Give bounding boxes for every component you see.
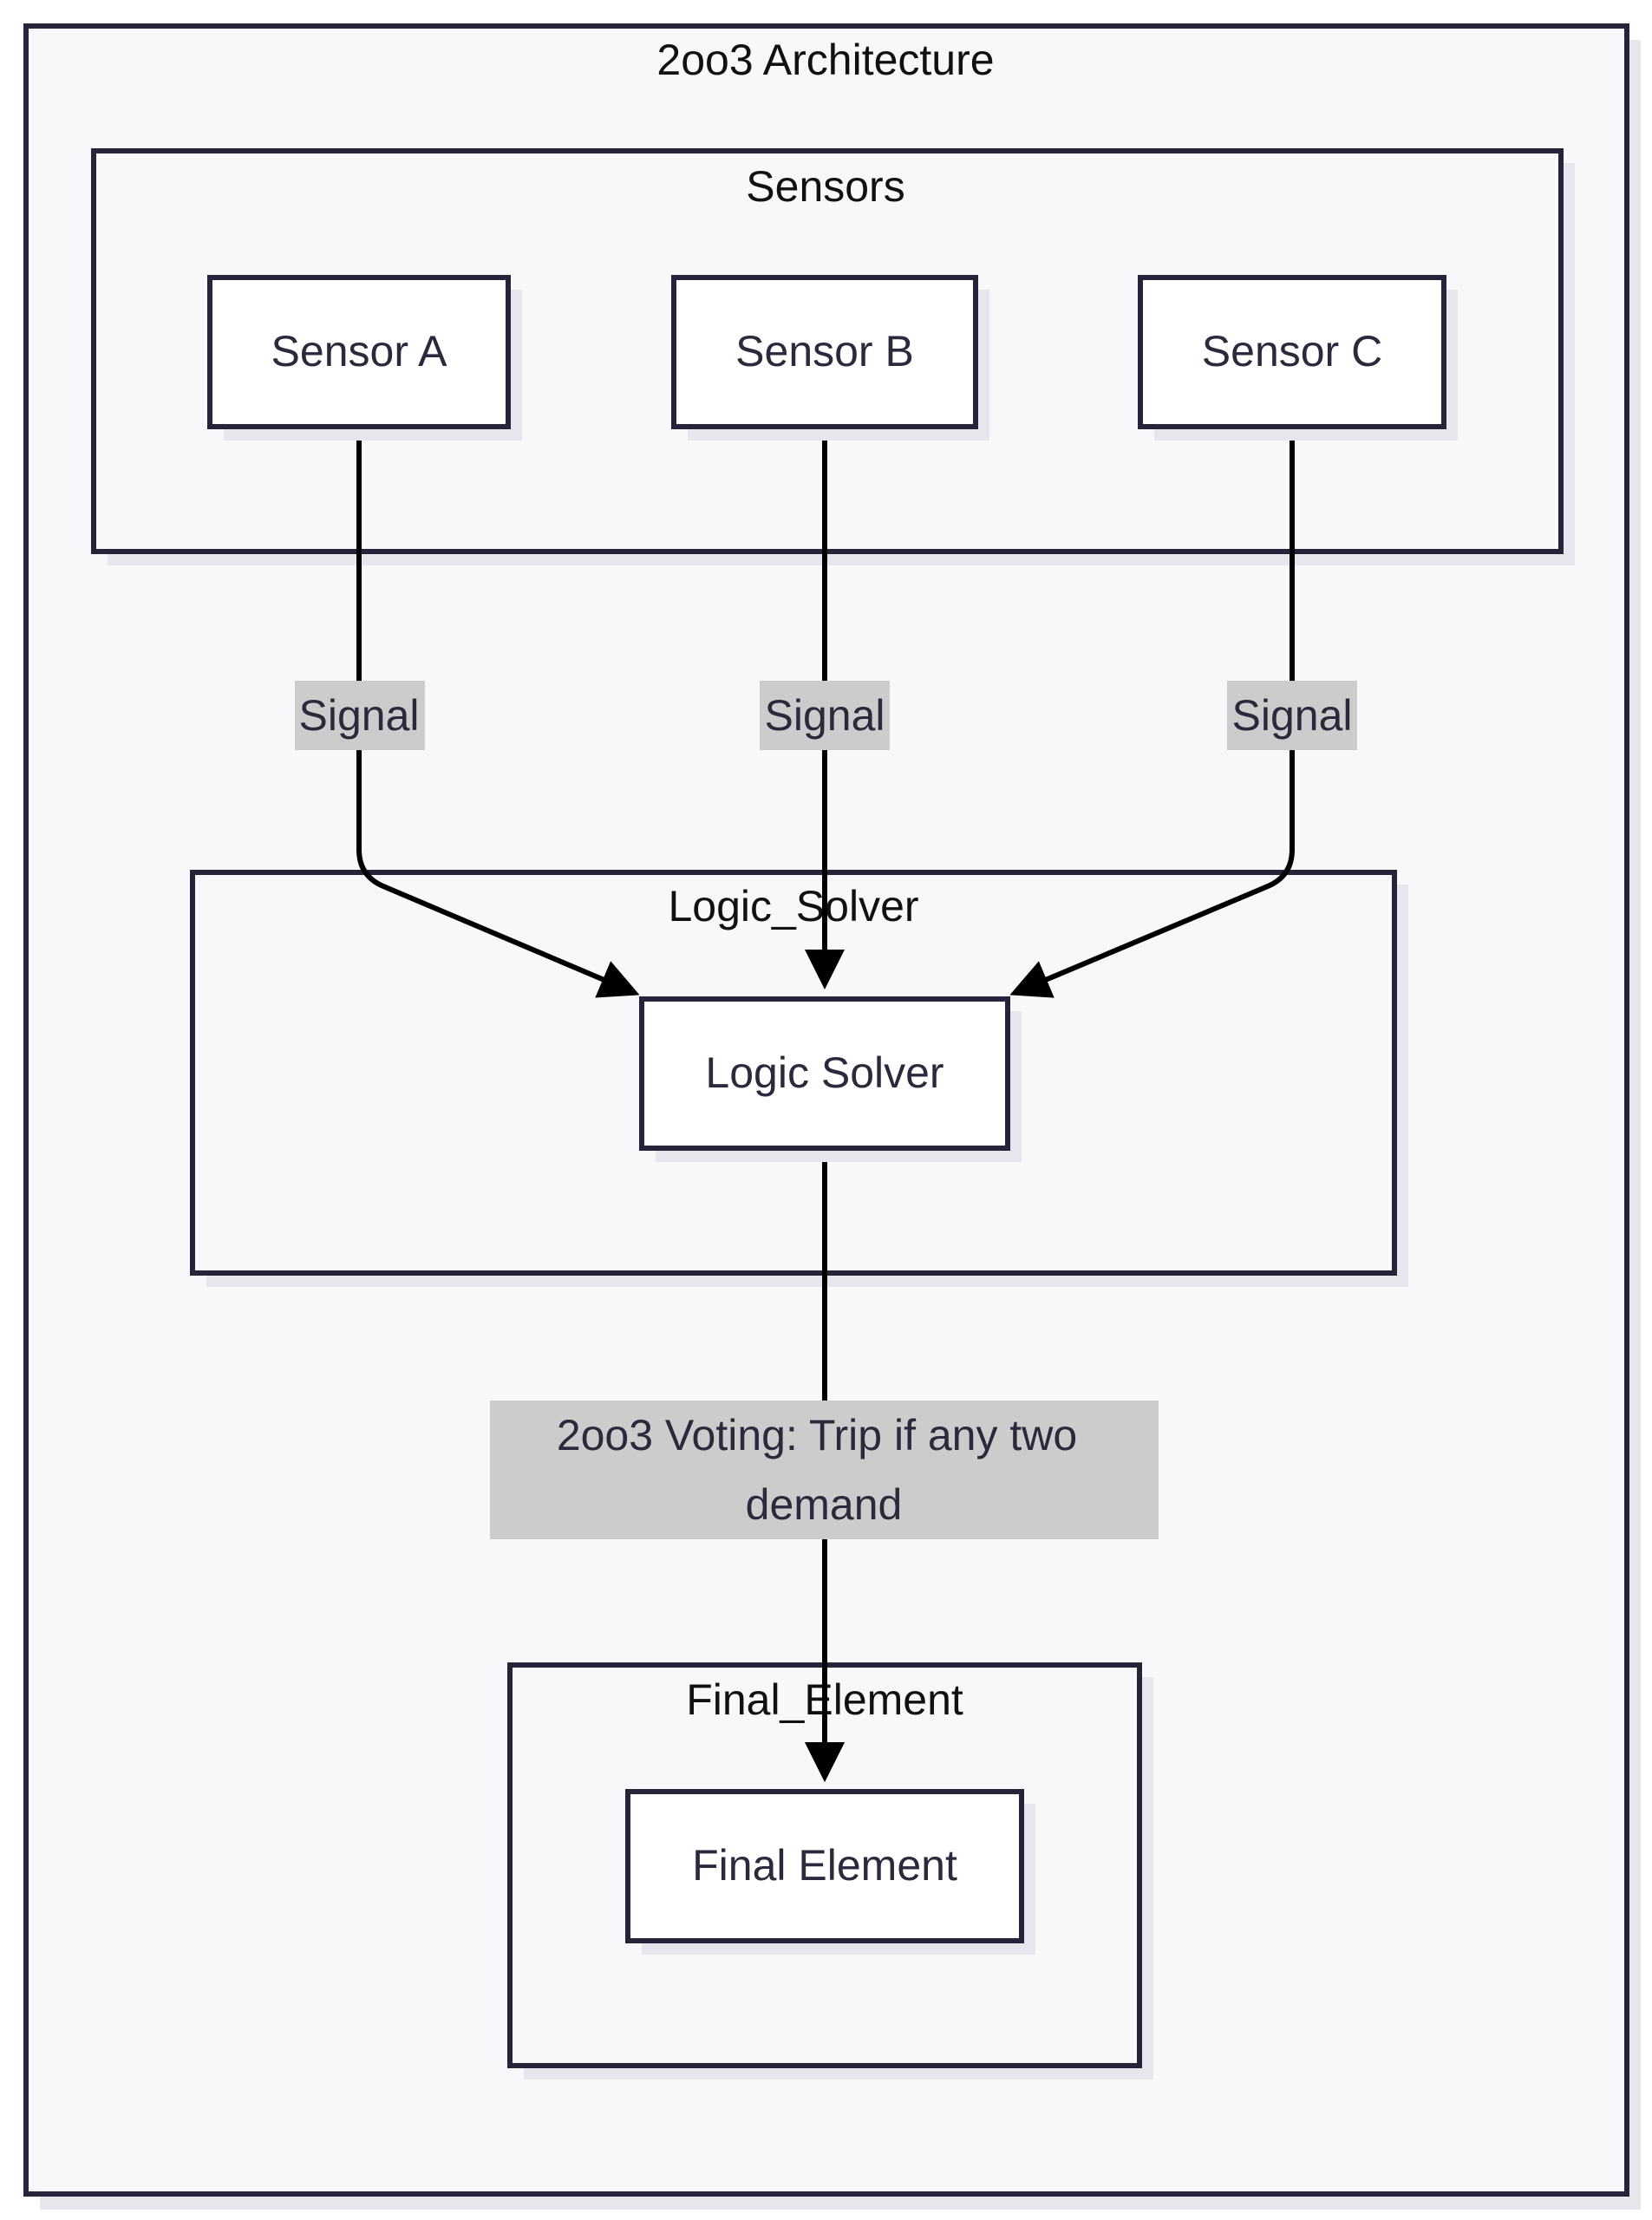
edge-label-c: Signal [1227, 681, 1357, 750]
sensors-group-title: Sensors [746, 162, 904, 211]
node-final-element-box[interactable] [625, 1789, 1024, 1943]
node-final-element[interactable]: Final Element [625, 1789, 1035, 1955]
logic-solver-group-title: Logic_Solver [668, 882, 918, 930]
node-logic-solver[interactable]: Logic Solver [639, 996, 1022, 1162]
edge-label-b-bg [760, 681, 890, 750]
edge-label-a-text: Signal [299, 691, 420, 740]
edge-label-b-text: Signal [765, 691, 885, 740]
node-logic-solver-label: Logic Solver [705, 1048, 944, 1097]
edge-label-voting: 2oo3 Voting: Trip if any two demand [490, 1401, 1159, 1539]
edge-sensor-a-to-logic-solver [356, 427, 640, 998]
architecture-title: 2oo3 Architecture [656, 36, 994, 84]
edge-label-voting-line2: demand [746, 1480, 903, 1529]
node-sensor-b[interactable]: Sensor B [671, 275, 989, 441]
edge-label-c-bg [1227, 681, 1357, 750]
node-sensor-b-box[interactable] [671, 275, 978, 429]
edge-label-c-text: Signal [1232, 691, 1353, 740]
node-logic-solver-box[interactable] [639, 996, 1010, 1151]
edge-label-b: Signal [760, 681, 890, 750]
node-sensor-c-box[interactable] [1138, 275, 1446, 429]
edge-label-a: Signal [295, 681, 425, 750]
node-final-element-label: Final Element [692, 1841, 957, 1890]
node-sensor-c-label: Sensor C [1202, 327, 1382, 375]
edge-sensor-c-to-logic-solver [1009, 427, 1295, 998]
edge-label-a-bg [295, 681, 425, 750]
node-sensor-a-label: Sensor A [271, 327, 448, 375]
node-sensor-c[interactable]: Sensor C [1138, 275, 1458, 441]
node-sensor-b-label: Sensor B [735, 327, 914, 375]
node-sensor-a[interactable]: Sensor A [207, 275, 522, 441]
edge-label-voting-bg [490, 1401, 1159, 1539]
edge-label-voting-line1: 2oo3 Voting: Trip if any two [557, 1411, 1077, 1459]
node-sensor-a-box[interactable] [207, 275, 511, 429]
